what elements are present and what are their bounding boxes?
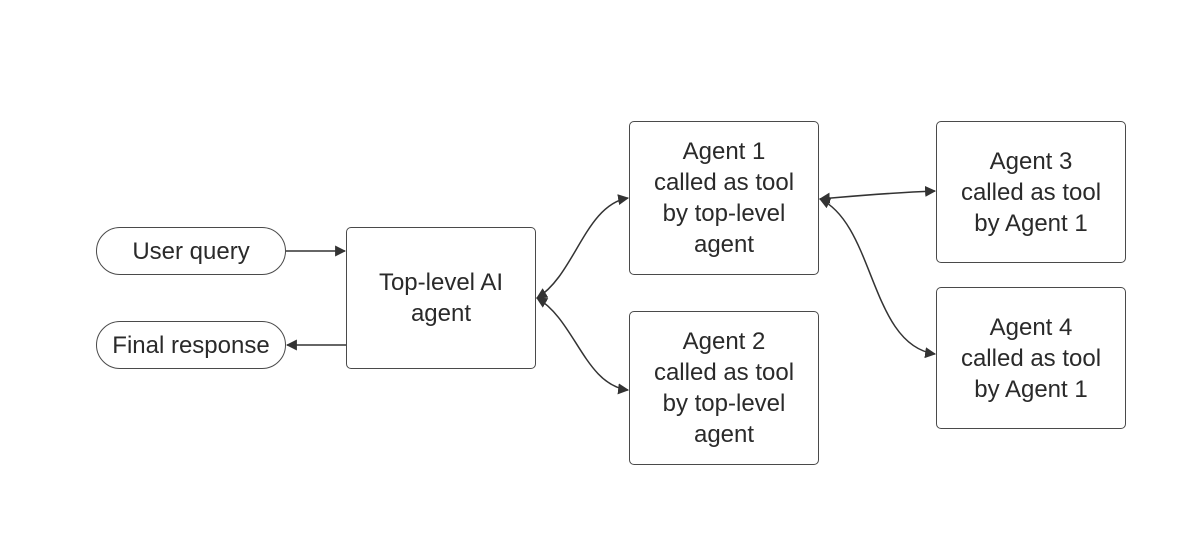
edge-agent-1-agent-3 bbox=[818, 185, 937, 204]
edge-agent-1-agent-4 bbox=[819, 198, 937, 359]
agent-4-node: Agent 4 called as tool by Agent 1 bbox=[936, 287, 1126, 429]
user-query-node: User query bbox=[96, 227, 286, 275]
agent-3-node: Agent 3 called as tool by Agent 1 bbox=[936, 121, 1126, 263]
final-response-node: Final response bbox=[96, 321, 286, 369]
top-level-agent-node: Top-level AI agent bbox=[346, 227, 536, 369]
agent-2-node: Agent 2 called as tool by top-level agen… bbox=[629, 311, 819, 465]
agent-1-node: Agent 1 called as tool by top-level agen… bbox=[629, 121, 819, 275]
edge-top-level-agent-agent-2 bbox=[536, 297, 630, 395]
edge-top-level-agent-agent-1 bbox=[536, 194, 630, 299]
